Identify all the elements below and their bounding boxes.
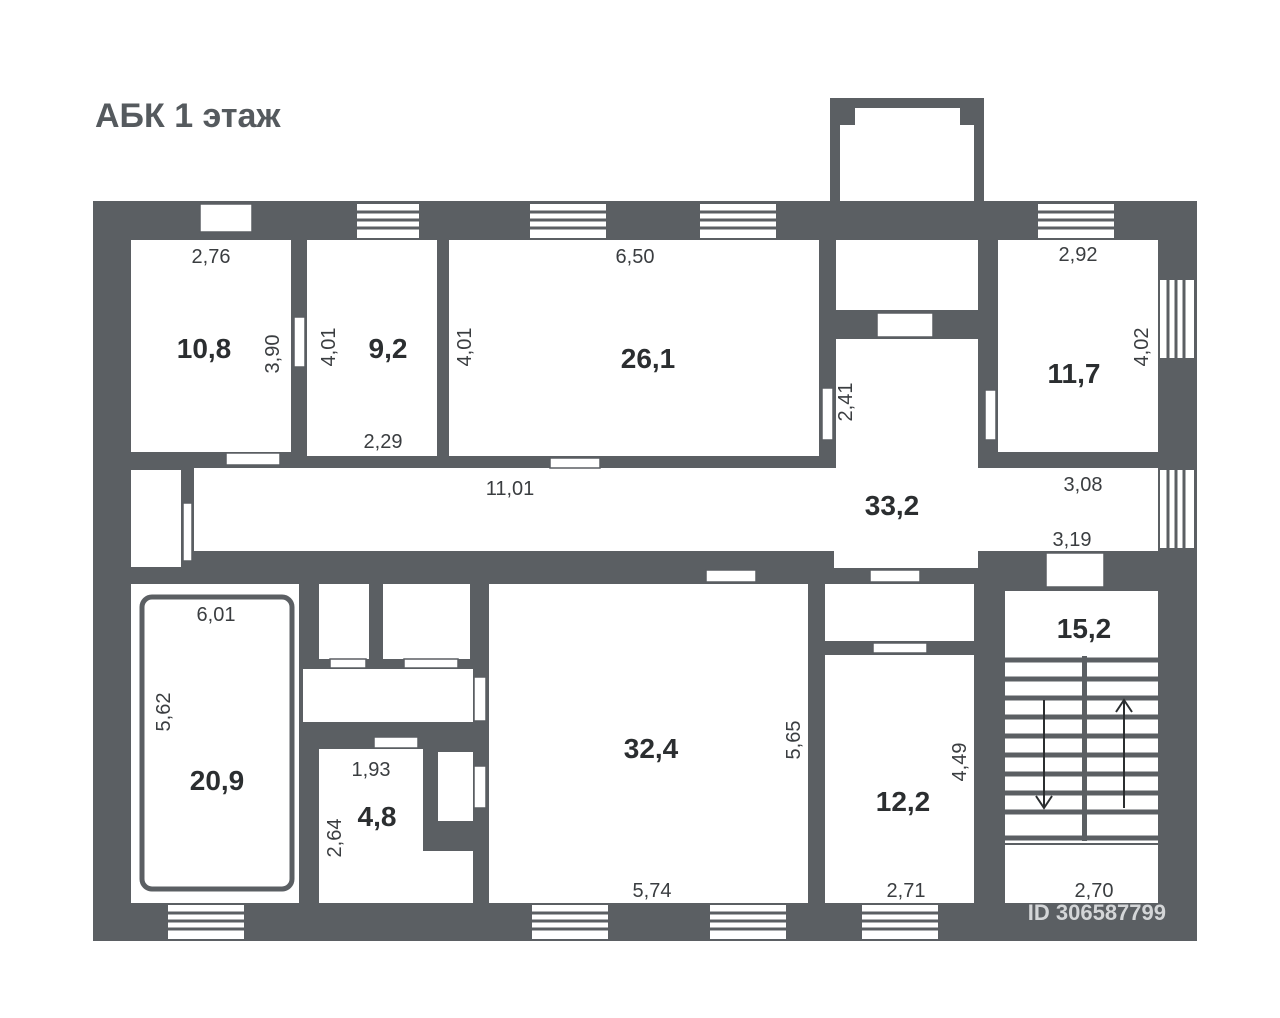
window-right-2 [1160,470,1194,548]
dimension-label: 2,76 [192,246,231,268]
dimension-label: 5,74 [633,880,672,902]
dimension-label: 5,62 [153,693,175,732]
room-area-label: 32,4 [624,733,679,764]
inner-walls [181,240,1005,903]
inner-room-outline [139,594,295,892]
dimension-label: 4,02 [1131,328,1153,367]
dimension-label: 11,01 [486,478,535,500]
dimension-label: 5,65 [783,721,805,760]
windows [168,204,1194,939]
room-area-label: 10,8 [177,333,232,364]
room-area-label: 15,2 [1057,613,1112,644]
window-bottom-1 [168,905,244,939]
plan-title: АБК 1 этаж [95,97,281,135]
room-area-label: 4,8 [358,801,397,832]
room-area-label: 26,1 [621,343,676,374]
dimension-label: 2,29 [364,431,403,453]
dimension-label: 2,92 [1059,244,1098,266]
window-top-3 [700,204,776,238]
dimension-label: 1,93 [352,759,391,781]
dimension-label: 2,41 [835,383,857,422]
dimension-label: 3,19 [1053,529,1092,551]
dimension-label: 2,64 [324,819,346,858]
room-area-label: 11,7 [1048,358,1101,389]
dimension-label: 4,01 [454,328,476,367]
window-top-4 [1038,204,1114,238]
dimension-label: 2,70 [1075,880,1114,902]
dimension-label: 3,90 [262,335,284,374]
dimension-label: 2,71 [887,880,926,902]
window-top-1 [357,204,419,238]
doors [182,203,1105,809]
dimension-label: 4,49 [949,743,971,782]
room-floors [131,240,1158,903]
stair-arrows [1035,698,1133,810]
dimension-label: 4,01 [318,328,340,367]
window-bottom-4 [862,905,938,939]
watermark-id: ID 306587799 [1028,900,1166,925]
window-right-1 [1160,280,1194,358]
dimension-label: 6,50 [616,246,655,268]
room-area-label: 33,2 [865,490,920,521]
staircase [1005,656,1158,841]
dimension-label: 3,08 [1064,474,1103,496]
dimension-label: 6,01 [197,604,236,626]
room-area-label: 20,9 [190,765,245,796]
window-bottom-3 [710,905,786,939]
room-area-label: 9,2 [369,333,408,364]
annex-floor [840,108,974,201]
room-area-label: 12,2 [876,786,931,817]
window-top-2 [530,204,606,238]
window-bottom-2 [532,905,608,939]
